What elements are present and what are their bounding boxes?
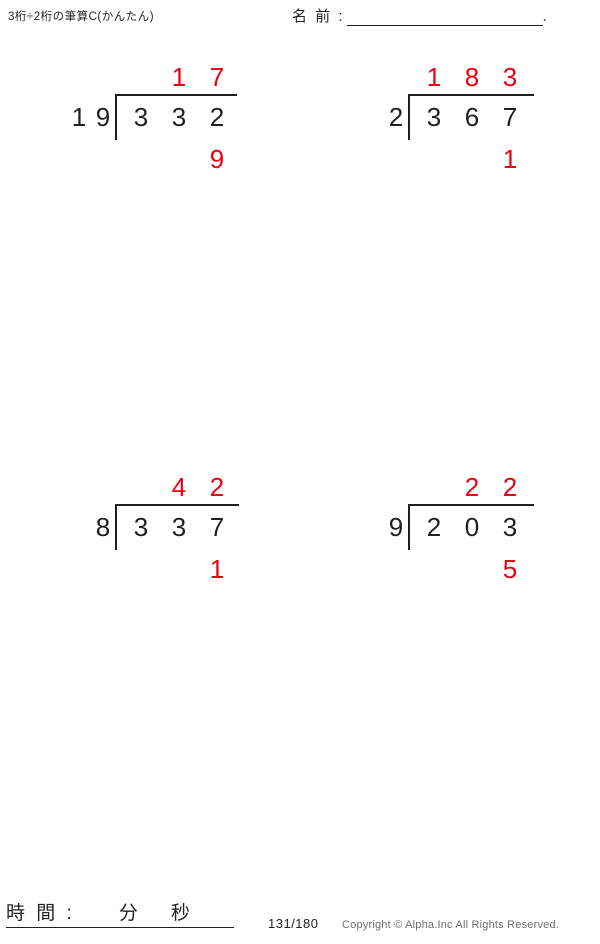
dividend-2-digit-0: 3 xyxy=(426,102,442,132)
page-number: 131/180 xyxy=(268,916,319,931)
quotient-3-cell-2: 2 xyxy=(209,472,225,502)
dividend-row-2: 3 6 7 xyxy=(415,100,529,134)
quotient-3-cell-1: 4 xyxy=(171,472,187,502)
quotient-3-cell-0 xyxy=(122,470,160,504)
dividend-4-digit-2: 3 xyxy=(502,512,518,542)
division-problem-1: 1 9 1 7 3 3 2 9 xyxy=(0,62,300,188)
name-input-rule[interactable] xyxy=(346,8,543,26)
remainder-4-cell-0 xyxy=(415,552,453,586)
remainder-2-cell-0 xyxy=(415,142,453,176)
remainder-1-cell-2: 9 xyxy=(209,144,225,174)
page-title: 3桁÷2桁の筆算C(かんたん) xyxy=(8,11,155,23)
dividend-4-digit-0: 2 xyxy=(426,512,442,542)
divisor-3: 8 xyxy=(77,510,115,544)
remainder-1-cell-1 xyxy=(160,142,198,176)
remainder-3-cell-2: 1 xyxy=(209,554,225,584)
division-problem-2: 2 1 8 3 3 6 7 1 xyxy=(300,62,600,188)
dividend-1-digit-0: 3 xyxy=(133,102,149,132)
quotient-2-cell-2: 3 xyxy=(502,62,518,92)
bracket-horizontal-rule-1 xyxy=(115,94,237,96)
minutes-unit-label: 分 xyxy=(118,903,141,924)
divisor-2: 2 xyxy=(370,100,408,134)
bracket-horizontal-rule-4 xyxy=(408,504,534,506)
time-label: 時 間 : xyxy=(6,903,75,924)
divisor-1-digit-0: 1 xyxy=(71,101,87,132)
quotient-row-1: 1 7 xyxy=(122,60,236,94)
quotient-1-cell-2: 7 xyxy=(209,62,225,92)
dividend-3-digit-1: 3 xyxy=(171,512,187,542)
dividend-4-digit-1: 0 xyxy=(464,512,480,542)
dividend-row-1: 3 3 2 xyxy=(122,100,236,134)
quotient-1-cell-1: 1 xyxy=(171,62,187,92)
quotient-4-cell-1: 2 xyxy=(464,472,480,502)
quotient-1-cell-0 xyxy=(122,60,160,94)
remainder-3-cell-1 xyxy=(160,552,198,586)
bracket-vertical-rule-1 xyxy=(115,94,117,140)
divisor-4-digit-0: 9 xyxy=(388,511,404,542)
quotient-2-cell-1: 8 xyxy=(464,62,480,92)
remainder-row-3: 1 xyxy=(122,552,236,586)
division-problem-4: 9 2 2 2 0 3 5 xyxy=(300,472,600,598)
bracket-horizontal-rule-2 xyxy=(408,94,534,96)
remainder-row-1: 9 xyxy=(122,142,236,176)
divisor-1: 1 9 xyxy=(53,100,115,134)
time-field: 時 間 : 分 秒 xyxy=(6,903,234,928)
quotient-4-cell-0 xyxy=(415,470,453,504)
seconds-unit-label: 秒 xyxy=(170,903,193,924)
dividend-3-digit-2: 7 xyxy=(209,512,225,542)
dividend-1-digit-2: 2 xyxy=(209,102,225,132)
divisor-4: 9 xyxy=(370,510,408,544)
divisor-2-digit-0: 2 xyxy=(388,101,404,132)
remainder-row-4: 5 xyxy=(415,552,529,586)
bracket-vertical-rule-4 xyxy=(408,504,410,550)
bracket-horizontal-rule-3 xyxy=(115,504,239,506)
name-field: 名 前 : . xyxy=(292,8,547,26)
remainder-4-cell-1 xyxy=(453,552,491,586)
dividend-row-3: 3 3 7 xyxy=(122,510,236,544)
quotient-row-2: 1 8 3 xyxy=(415,60,529,94)
dividend-1-digit-1: 3 xyxy=(171,102,187,132)
remainder-2-cell-2: 1 xyxy=(502,144,518,174)
bracket-vertical-rule-2 xyxy=(408,94,410,140)
name-trailing-dot: . xyxy=(542,8,547,25)
divisor-1-digit-1: 9 xyxy=(95,101,111,132)
quotient-2-cell-0: 1 xyxy=(426,62,442,92)
remainder-3-cell-0 xyxy=(122,552,160,586)
division-problem-3: 8 4 2 3 3 7 1 xyxy=(0,472,300,598)
copyright-notice: Copyright © Alpha.Inc All Rights Reserve… xyxy=(342,919,560,931)
remainder-2-cell-1 xyxy=(453,142,491,176)
remainder-1-cell-0 xyxy=(122,142,160,176)
quotient-4-cell-2: 2 xyxy=(502,472,518,502)
dividend-2-digit-2: 7 xyxy=(502,102,518,132)
name-label: 名 前 : xyxy=(292,8,345,25)
dividend-2-digit-1: 6 xyxy=(464,102,480,132)
dividend-3-digit-0: 3 xyxy=(133,512,149,542)
remainder-row-2: 1 xyxy=(415,142,529,176)
divisor-3-digit-0: 8 xyxy=(95,511,111,542)
remainder-4-cell-2: 5 xyxy=(502,554,518,584)
quotient-row-3: 4 2 xyxy=(122,470,236,504)
quotient-row-4: 2 2 xyxy=(415,470,529,504)
dividend-row-4: 2 0 3 xyxy=(415,510,529,544)
bracket-vertical-rule-3 xyxy=(115,504,117,550)
